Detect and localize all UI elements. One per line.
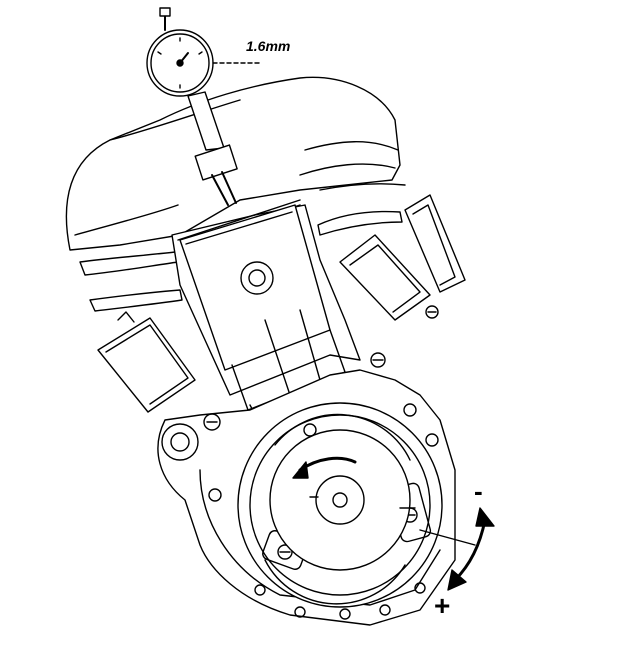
exhaust-port	[98, 312, 195, 412]
minus-sign-label: -	[474, 476, 483, 506]
intake-port	[340, 195, 465, 320]
measurement-label: 1.6mm	[246, 38, 291, 54]
double-headed-curved-arrow-icon	[420, 508, 494, 590]
connecting-rod	[265, 310, 320, 395]
rotation-arrow-icon	[293, 458, 355, 478]
plus-sign-label: +	[434, 590, 451, 621]
dial-gauge-icon	[147, 8, 262, 205]
